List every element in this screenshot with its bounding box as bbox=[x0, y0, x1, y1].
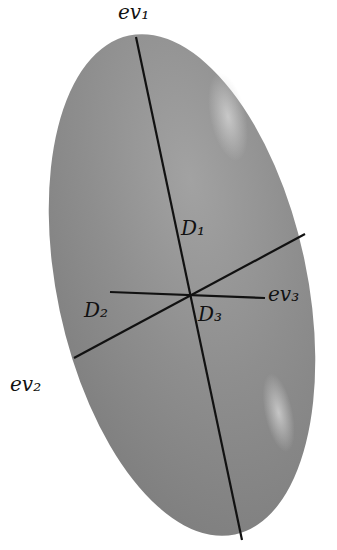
highlight bbox=[257, 371, 301, 455]
axis-line bbox=[136, 37, 242, 540]
axis-line bbox=[110, 292, 265, 298]
axis-label: D₁ bbox=[181, 218, 205, 238]
axis-label: ev₂ bbox=[10, 374, 41, 394]
axis-label: D₂ bbox=[84, 300, 108, 320]
highlight bbox=[201, 69, 255, 165]
axis-line bbox=[74, 234, 305, 358]
ellipsoid bbox=[7, 10, 337, 550]
axis-label: ev₃ bbox=[268, 284, 299, 304]
axis-label: ev₁ bbox=[118, 2, 149, 22]
axis-label: D₃ bbox=[198, 304, 222, 324]
